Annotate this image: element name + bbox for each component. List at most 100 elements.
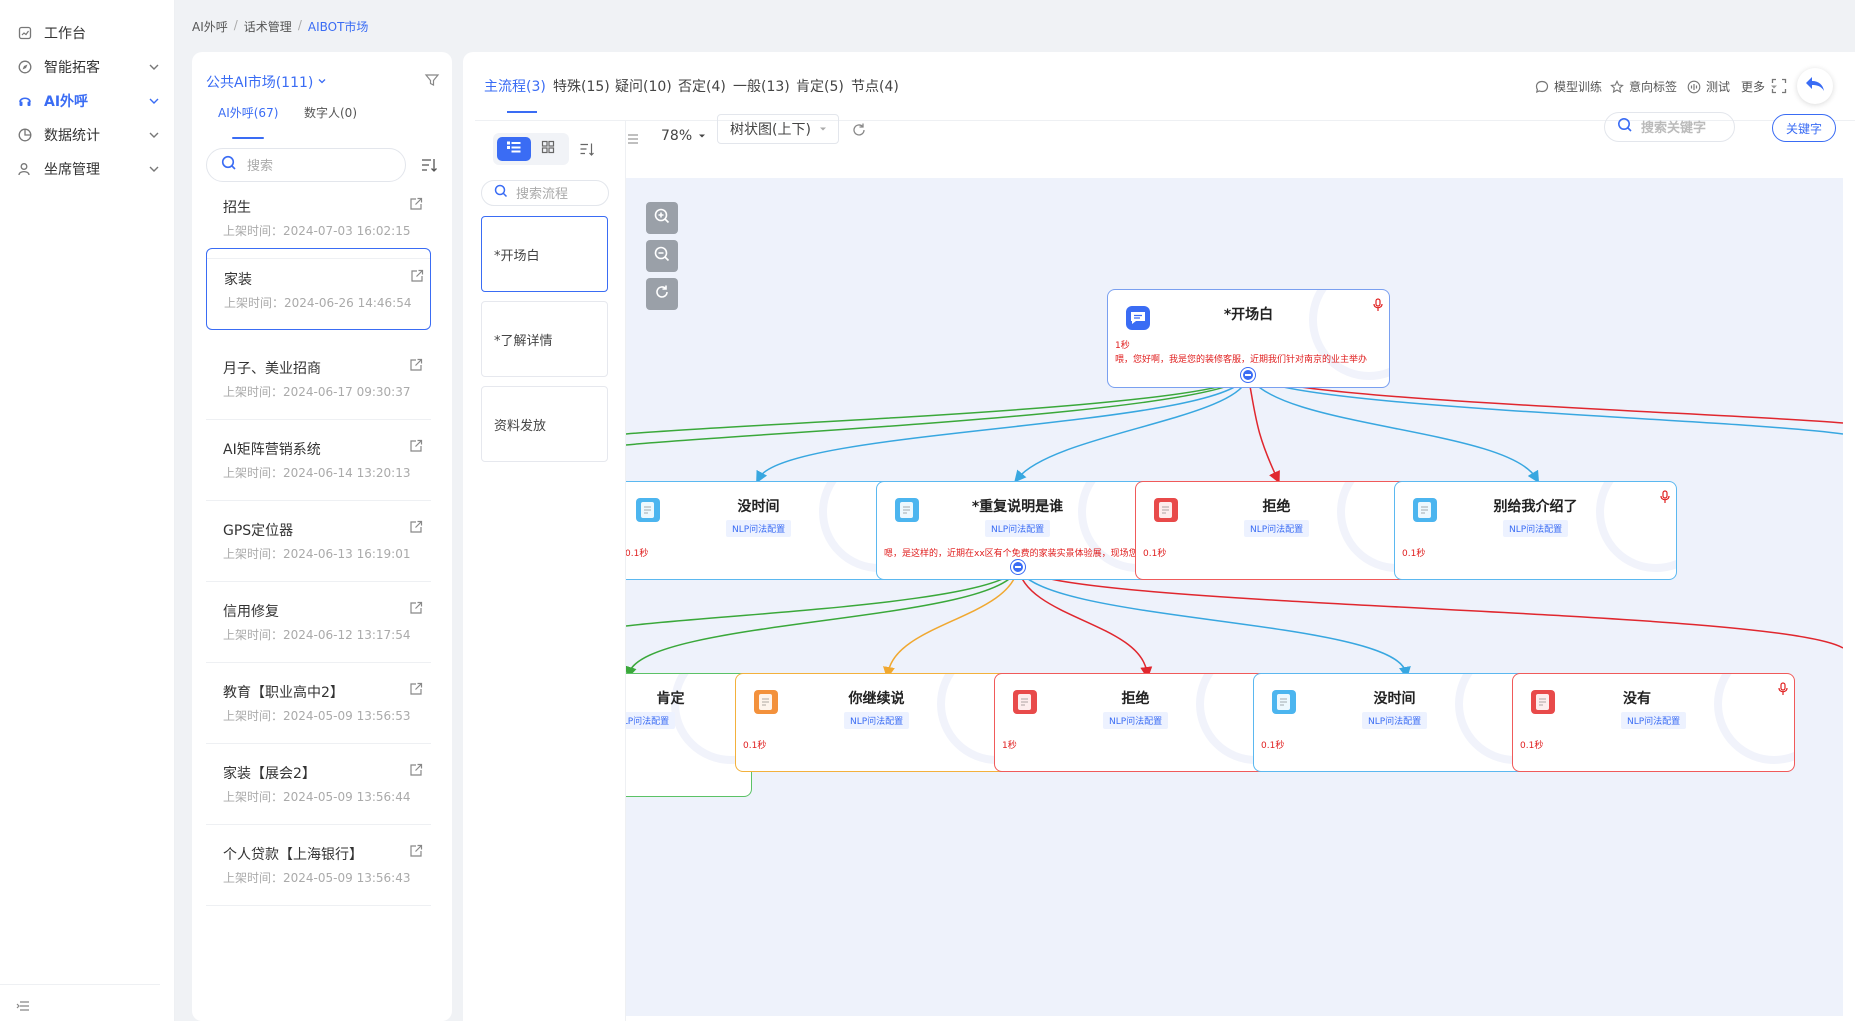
list-item[interactable]: 个人贷款【上海银行】上架时间：2024-05-09 13:56:43 xyxy=(206,824,431,906)
flow-canvas[interactable]: *开场白 1秒 喂，您好啊，我是您的装修客服，近期我们针对南京的业主举办 没时间… xyxy=(626,178,1843,1016)
flow-item[interactable]: *开场白 xyxy=(481,216,608,292)
model-training-button[interactable]: 模型训练 xyxy=(1535,78,1602,95)
nav-item-customer-acquisition[interactable]: 智能拓客 xyxy=(0,50,175,84)
external-link-icon[interactable] xyxy=(409,601,423,615)
list-item[interactable]: 教育【职业高中2】上架时间：2024-05-09 13:56:53 xyxy=(206,662,431,744)
nav-label: AI外呼 xyxy=(44,94,89,110)
caret-down-icon xyxy=(819,121,827,137)
nlp-config-tag[interactable]: NLP问法配置 xyxy=(1103,712,1169,729)
time-value: 2024-06-26 14:46:54 xyxy=(284,296,412,310)
collapse-panel-icon[interactable] xyxy=(625,132,639,146)
flow-item[interactable]: *了解详情 xyxy=(481,301,608,377)
list-item[interactable]: AI矩阵营销系统上架时间：2024-06-14 13:20:13 xyxy=(206,419,431,501)
script-node-icon xyxy=(1531,690,1555,714)
zoom-select[interactable]: 78% xyxy=(661,128,706,144)
list-item[interactable]: 月子、美业招商上架时间：2024-06-17 09:30:37 xyxy=(206,338,431,420)
nav-footer xyxy=(0,984,160,1011)
intent-tag-button[interactable]: 意向标签 xyxy=(1610,78,1677,95)
flow-tab[interactable]: 一般(13) xyxy=(733,79,790,95)
item-name: 家装 xyxy=(224,272,252,288)
list-item[interactable]: 信用修复上架时间：2024-06-12 13:17:54 xyxy=(206,581,431,663)
sort-icon[interactable] xyxy=(579,141,595,157)
flow-node-opening[interactable]: *开场白 1秒 喂，您好啊，我是您的装修客服，近期我们针对南京的业主举办 xyxy=(1107,289,1390,388)
external-link-icon[interactable] xyxy=(409,197,423,211)
filter-icon[interactable] xyxy=(424,72,440,88)
reset-icon xyxy=(653,283,671,305)
nlp-config-tag[interactable]: NLP问法配置 xyxy=(726,520,792,537)
script-node-icon xyxy=(1413,498,1437,522)
external-link-icon[interactable] xyxy=(410,269,424,283)
external-link-icon[interactable] xyxy=(409,763,423,777)
flow-search-input[interactable] xyxy=(516,185,600,201)
zoom-out-button[interactable] xyxy=(646,240,678,272)
grid-view-button[interactable] xyxy=(531,137,565,161)
node-decoration xyxy=(1196,674,1276,764)
chevron-down-icon xyxy=(147,94,161,108)
nlp-config-tag[interactable]: NLP问法配置 xyxy=(985,520,1051,537)
search-input[interactable] xyxy=(247,157,377,173)
microphone-icon xyxy=(1660,490,1670,504)
item-time: 上架时间：2024-06-14 13:20:13 xyxy=(223,464,410,481)
refresh-icon[interactable] xyxy=(851,122,867,138)
nav-item-statistics[interactable]: 数据统计 xyxy=(0,118,175,152)
nav-item-seat-management[interactable]: 坐席管理 xyxy=(0,152,175,186)
flow-tab[interactable]: 否定(4) xyxy=(678,79,726,95)
flow-tab[interactable]: 节点(4) xyxy=(851,79,899,95)
test-button[interactable]: 测试 xyxy=(1687,78,1730,95)
more-dropdown[interactable]: 更多 xyxy=(1741,78,1778,95)
nlp-config-tag[interactable]: NLP问法配置 xyxy=(1621,712,1687,729)
breadcrumb-item[interactable]: AI外呼 xyxy=(192,20,228,34)
item-name: 招生 xyxy=(223,200,251,216)
node-duration: 0.1秒 xyxy=(1143,549,1167,559)
list-item[interactable]: 家装【展会2】上架时间：2024-05-09 13:56:44 xyxy=(206,743,431,825)
market-dropdown[interactable]: 公共AI市场(111) xyxy=(206,72,327,92)
nav-item-ai-call[interactable]: AI外呼 xyxy=(0,84,175,118)
breadcrumb-item[interactable]: 话术管理 xyxy=(243,20,292,34)
layout-select[interactable]: 树状图(上下) xyxy=(717,114,839,144)
headset-icon xyxy=(18,94,32,108)
flow-tab[interactable]: 肯定(5) xyxy=(796,79,844,95)
fullscreen-icon[interactable] xyxy=(1771,78,1787,94)
nlp-config-tag[interactable]: NLP问法配置 xyxy=(1503,520,1569,537)
sort-icon[interactable] xyxy=(420,156,438,174)
keyword-button[interactable]: 关键字 xyxy=(1772,114,1836,142)
tab-digital-human[interactable]: 数字人(0) xyxy=(304,106,357,120)
external-link-icon[interactable] xyxy=(409,520,423,534)
collapse-toggle[interactable] xyxy=(1011,560,1025,574)
list-item[interactable]: 招生上架时间：2024-07-03 16:02:15 xyxy=(206,177,431,259)
tab-ai-call[interactable]: AI外呼(67) xyxy=(218,106,279,120)
list-item[interactable]: 家装上架时间：2024-06-26 14:46:54 xyxy=(206,248,431,330)
external-link-icon[interactable] xyxy=(409,844,423,858)
list-item[interactable]: GPS定位器上架时间：2024-06-13 16:19:01 xyxy=(206,500,431,582)
nav-item-workbench[interactable]: 工作台 xyxy=(0,16,175,50)
flow-item[interactable]: 资料发放 xyxy=(481,386,608,462)
flow-node[interactable]: 肯定NLP问法配置 xyxy=(626,673,752,797)
item-time: 上架时间：2024-06-17 09:30:37 xyxy=(223,383,410,400)
reset-view-button[interactable] xyxy=(646,278,678,310)
collapse-toggle[interactable] xyxy=(1241,368,1255,382)
nlp-config-tag[interactable]: NLP问法配置 xyxy=(844,712,910,729)
nlp-config-tag[interactable]: NLP问法配置 xyxy=(1362,712,1428,729)
flow-tab[interactable]: 主流程(3) xyxy=(484,79,546,95)
external-link-icon[interactable] xyxy=(409,682,423,696)
external-link-icon[interactable] xyxy=(409,358,423,372)
external-link-icon[interactable] xyxy=(409,439,423,453)
flow-tab[interactable]: 疑问(10) xyxy=(615,79,672,95)
collapse-menu-icon[interactable] xyxy=(16,999,30,1013)
node-duration: 0.1秒 xyxy=(1402,549,1426,559)
zoom-in-button[interactable] xyxy=(646,202,678,234)
back-button[interactable] xyxy=(1797,68,1833,104)
nlp-config-tag[interactable]: NLP问法配置 xyxy=(1244,520,1310,537)
keyword-search-input[interactable] xyxy=(1641,119,1731,135)
nlp-config-tag[interactable]: NLP问法配置 xyxy=(626,712,676,729)
flow-tab[interactable]: 特殊(15) xyxy=(553,79,610,95)
list-view-button[interactable] xyxy=(497,137,531,161)
